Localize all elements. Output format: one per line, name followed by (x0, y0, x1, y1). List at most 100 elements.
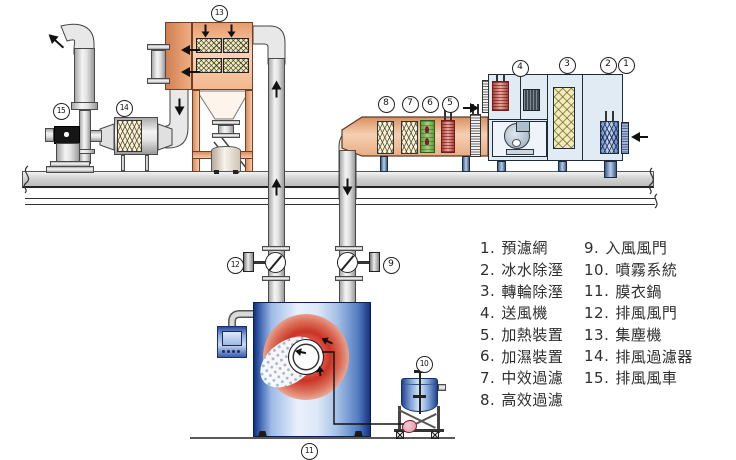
legend-item: 3. 轉輪除溼 (480, 280, 563, 302)
collector-filter-cartridge (223, 58, 249, 73)
ahu-divider (520, 74, 521, 119)
ahu-divider (582, 74, 583, 161)
duct-leg (380, 156, 388, 172)
legend-item: 11.膜衣鍋 (584, 280, 693, 302)
legend-item-number: 4. (480, 303, 496, 322)
callout-13: 13 (210, 4, 228, 22)
legend-item: 5.加熱裝置 (480, 324, 563, 346)
control-panel-arm (229, 311, 253, 327)
legend-item-number: 13. (584, 325, 610, 344)
legend-item-number: 9. (584, 238, 600, 257)
exhaust-filter-leg (121, 155, 125, 171)
duct-louver-strip (470, 114, 481, 157)
supply-fan-base (506, 149, 534, 155)
legend-item-label: 冰水除溼 (501, 261, 564, 280)
coil-pin (605, 111, 607, 122)
legend-item-number: 2. (480, 260, 496, 279)
legend-item: 1. 預濾網 (480, 237, 563, 259)
pan-door-window (288, 339, 324, 375)
legend-item: 15.排風風車 (584, 367, 693, 389)
filter-right-cone (157, 123, 173, 151)
heater-pin (496, 74, 498, 82)
arrow-head (319, 334, 329, 345)
legend-item-label: 排風風門 (615, 304, 678, 323)
callout-15: 15 (52, 102, 70, 120)
legend-item-number: 14. (584, 347, 610, 366)
ahu-divider-h (488, 119, 547, 120)
legend-item-label: 轉輪除溼 (501, 282, 564, 301)
control-panel-button (232, 350, 235, 353)
ahu-drain-leg (604, 161, 617, 178)
legend-item-number: 7. (480, 368, 496, 387)
exhaust-stack-ring (71, 102, 98, 110)
fan-impeller-mark (64, 132, 69, 137)
fan-section-heater (492, 81, 509, 111)
arrow-shaft (463, 106, 471, 110)
hepa-filter-element (377, 121, 394, 154)
exhaust-damper-stem (253, 261, 266, 264)
collector-outlet-flange (147, 44, 170, 50)
floor-break-right (654, 193, 658, 209)
humidifier-nozzle (425, 126, 429, 133)
control-panel-button (237, 350, 240, 353)
spray-pump (402, 420, 417, 433)
humidifier-nozzle (425, 138, 429, 145)
legend-item-number: 1. (480, 238, 496, 257)
legend-item-label: 預濾網 (501, 239, 548, 258)
fan-motor-cap (45, 128, 54, 142)
arrow-head (315, 365, 325, 373)
collector-frame-post (245, 90, 253, 172)
spray-supply-line (322, 351, 404, 425)
legend-item-label: 入風風門 (605, 239, 668, 258)
legend-item: 7.中效過濾 (480, 367, 563, 389)
fan-base-plate (46, 166, 94, 173)
legend-item-label: 噴霧系統 (615, 261, 678, 280)
callout-11: 11 (300, 442, 318, 460)
callout-2: 2 (599, 56, 617, 74)
ahu-divider (547, 74, 548, 161)
callout-10: 10 (415, 355, 433, 373)
legend-item: 9. 入風風門 (584, 237, 693, 259)
dust-collector-body (192, 22, 253, 90)
pan-foot (258, 431, 267, 437)
legend-item: 13.集塵機 (584, 324, 693, 346)
pan-foot (354, 431, 363, 437)
platform-break-right (648, 167, 654, 195)
exhaust-stack-bent-tip (60, 23, 95, 55)
inlet-damper-actuator (369, 252, 380, 272)
legend-item-number: 3. (480, 282, 496, 301)
legend-item: 6.加濕裝置 (480, 345, 563, 367)
hopper-neck-flange (212, 120, 240, 125)
exhaust-damper-flange (262, 246, 290, 251)
fan-motor-unit (523, 89, 540, 111)
legend-item-number: 6. (480, 347, 496, 366)
callout-7: 7 (401, 95, 419, 113)
collector-filter-cartridge (223, 38, 249, 53)
inlet-damper-stem (357, 261, 370, 264)
hopper-neck-flange (212, 133, 240, 138)
legend-item: 4.送風機 (480, 302, 563, 324)
ahu-discharge-louver (482, 80, 489, 113)
spray-cart-base (394, 429, 444, 432)
legend-item-label: 膜衣鍋 (615, 282, 662, 301)
legend-item: 8.高效過濾 (480, 389, 563, 411)
pre-filter-screen (621, 122, 629, 154)
ahu-leg (497, 161, 506, 172)
callout-4: 4 (511, 59, 529, 77)
heater-pin (503, 74, 505, 82)
fan-outlet-pipe (90, 130, 102, 142)
flow-arrow-icon (463, 103, 479, 113)
platform-break-left (23, 165, 30, 194)
control-panel-button (227, 350, 230, 353)
legend-item: 14.排風過濾器 (584, 345, 693, 367)
callout-1: 1 (617, 56, 635, 74)
legend-item-number: 5. (480, 325, 496, 344)
stirrer-cross-bar (413, 395, 426, 398)
heater-element (441, 120, 455, 153)
collector-filter-cartridge (196, 58, 222, 73)
supply-fan-outlet (516, 121, 530, 132)
exhaust-filter-element (117, 120, 142, 152)
collector-filter-cartridge (196, 38, 222, 53)
